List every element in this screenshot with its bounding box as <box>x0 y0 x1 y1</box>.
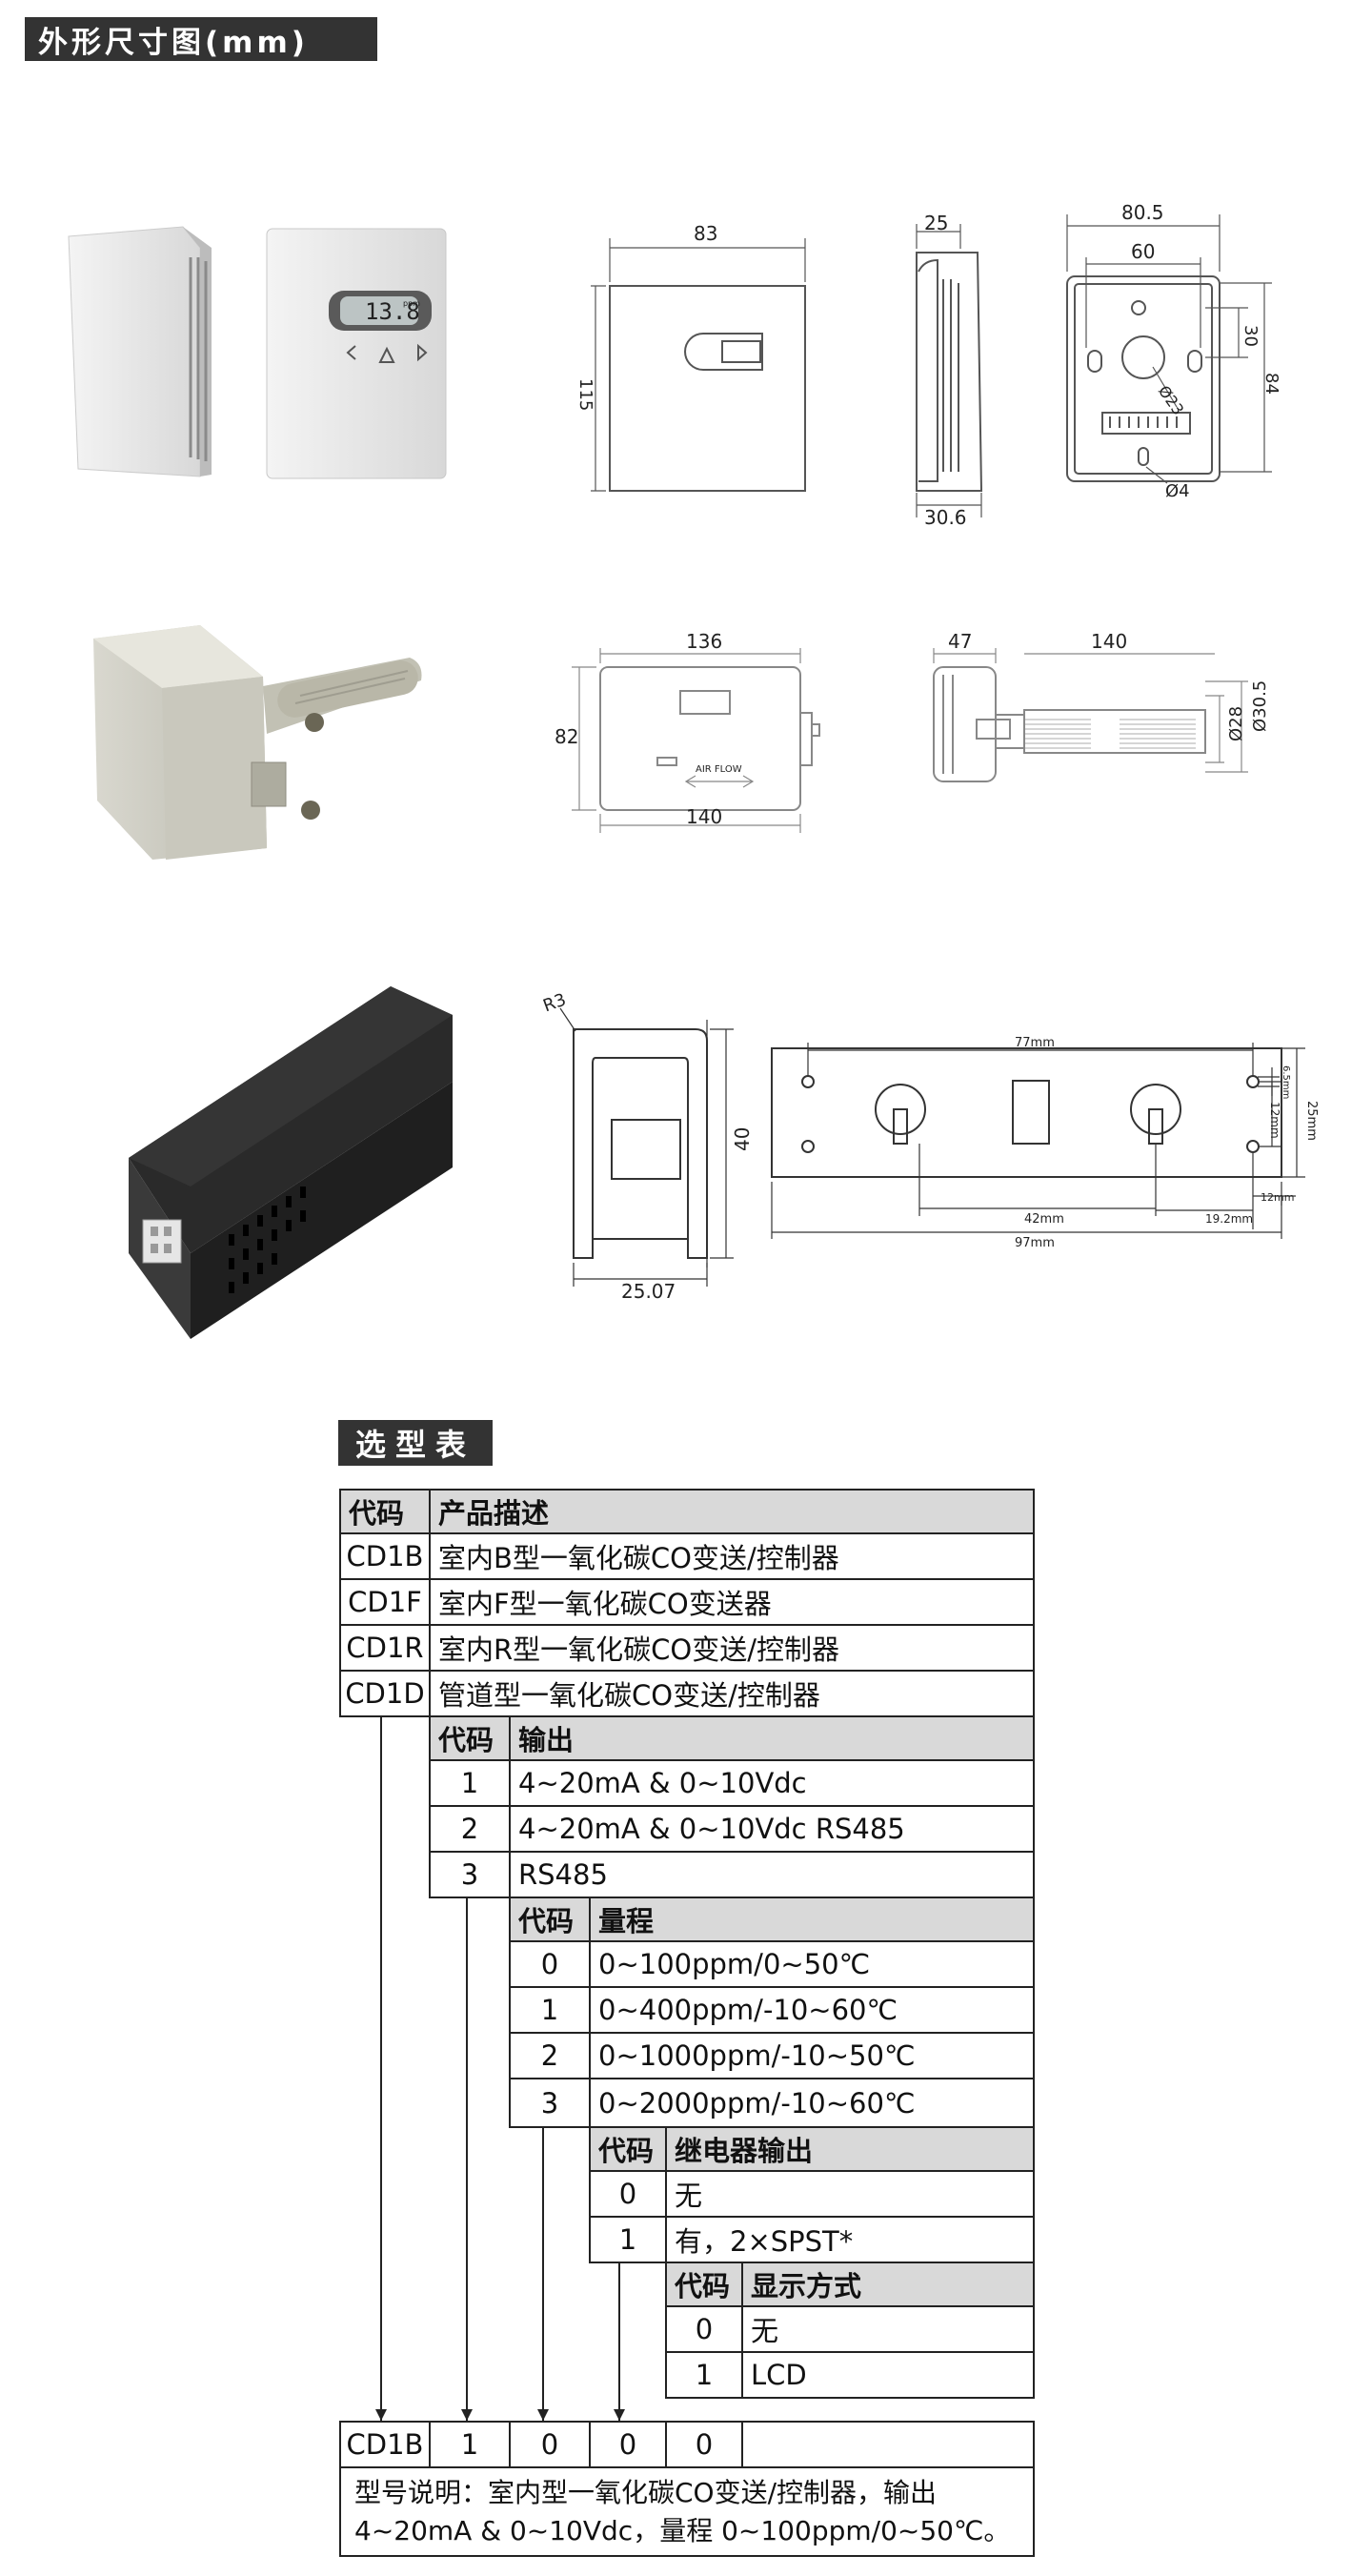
product-desc-cd1d: 管道型一氧化碳CO变送/控制器 <box>429 1670 1035 1717</box>
product-desc-cd1f: 室内F型一氧化碳CO变送器 <box>429 1578 1035 1626</box>
display-header-code: 代码 <box>665 2262 743 2307</box>
example-code-relay: 0 <box>589 2421 667 2468</box>
display-reading: 13.8 <box>365 298 420 325</box>
range-value-2: 0~1000ppm/-10~50℃ <box>589 2032 1035 2079</box>
duct-top-width-label: 136 <box>686 630 722 653</box>
module-back-drawing: 77mm 6.5mm 12mm 25mm 42mm 19.2mm 12mm 97… <box>771 1036 1319 1250</box>
duct-top-drawing: 136 82 AIR FLOW 140 <box>555 630 820 833</box>
duct-side-drawing: 47 140 Ø28 Ø30.5 <box>933 630 1270 782</box>
output-code-1: 1 <box>429 1759 511 1807</box>
example-code-output: 1 <box>429 2421 511 2468</box>
side-depth-label: 25 <box>924 212 948 234</box>
duct-bottom-width-label: 140 <box>686 805 722 828</box>
product-header-description: 产品描述 <box>429 1489 1035 1534</box>
back-hole-span-label: 60 <box>1131 240 1155 263</box>
relay-value-0: 无 <box>665 2170 1035 2218</box>
range-code-2: 2 <box>509 2032 591 2079</box>
wall-unit-photo-side <box>68 226 212 477</box>
range-code-1: 1 <box>509 1986 591 2034</box>
front-width-label: 83 <box>694 222 717 245</box>
module-unit-photo <box>129 986 453 1339</box>
relay-code-0: 0 <box>589 2170 667 2218</box>
display-code-0: 0 <box>665 2305 743 2353</box>
module-height-label: 40 <box>731 1127 754 1151</box>
probe-outer-dia-label: Ø30.5 <box>1250 680 1270 732</box>
wall-front-drawing: 83 115 <box>575 222 806 492</box>
range-header-name: 量程 <box>589 1897 1035 1942</box>
back-height-label: 84 <box>1261 373 1281 395</box>
product-code-cd1r: CD1R <box>339 1624 431 1672</box>
output-value-3: RS485 <box>509 1851 1035 1898</box>
span-19-2-label: 19.2mm <box>1205 1212 1253 1226</box>
span-77-label: 77mm <box>1015 1036 1055 1050</box>
dimensions-title: 外形尺寸图(mm) <box>25 17 377 61</box>
product-code-cd1d: CD1D <box>339 1670 431 1717</box>
range-value-3: 0~2000ppm/-10~60℃ <box>589 2078 1035 2128</box>
duct-unit-photo <box>93 625 422 860</box>
side-base-label: 30.6 <box>924 506 967 529</box>
probe-length-label: 140 <box>1091 630 1127 653</box>
model-note-line1: 型号说明：室内型一氧化碳CO变送/控制器，输出 <box>354 2477 938 2508</box>
up-arrow-icon <box>378 346 395 363</box>
product-desc-cd1r: 室内R型一氧化碳CO变送/控制器 <box>429 1624 1035 1672</box>
display-value-0: 无 <box>741 2305 1035 2353</box>
span-97-label: 97mm <box>1015 1236 1055 1250</box>
product-code-cd1f: CD1F <box>339 1578 431 1626</box>
example-code-range: 0 <box>509 2421 591 2468</box>
model-note-line2: 4~20mA & 0~10Vdc，量程 0~100ppm/0~50℃。 <box>354 2515 1011 2546</box>
display-header-name: 显示方式 <box>741 2262 1035 2307</box>
relay-value-1: 有，2×SPST* <box>665 2216 1035 2263</box>
module-width-label: 25.07 <box>621 1280 676 1303</box>
range-code-0: 0 <box>509 1940 591 1988</box>
span-12a-label: 12mm <box>1268 1102 1281 1139</box>
product-header-code: 代码 <box>339 1489 431 1534</box>
module-side-drawing: R3 40 25.07 <box>540 990 754 1303</box>
example-code-model: CD1B <box>339 2421 431 2468</box>
span-6-5-label: 6.5mm <box>1281 1065 1291 1099</box>
output-value-2: 4~20mA & 0~10Vdc RS485 <box>509 1805 1035 1853</box>
product-code-cd1b: CD1B <box>339 1532 431 1580</box>
display-code-1: 1 <box>665 2351 743 2399</box>
duct-depth-label: 47 <box>948 630 972 653</box>
back-width-label: 80.5 <box>1121 201 1164 224</box>
range-value-1: 0~400ppm/-10~60℃ <box>589 1986 1035 2034</box>
span-42-label: 42mm <box>1024 1212 1064 1227</box>
front-height-label: 115 <box>575 378 595 411</box>
selection-title: 选型表 <box>338 1420 493 1466</box>
span-12b-label: 12mm <box>1261 1191 1294 1204</box>
span-25-label: 25mm <box>1304 1101 1319 1141</box>
probe-dia-label: Ø28 <box>1226 706 1246 741</box>
duct-height-label: 82 <box>555 725 578 748</box>
range-value-0: 0~100ppm/0~50℃ <box>589 1940 1035 1988</box>
right-arrow-icon <box>417 343 428 362</box>
output-header-code: 代码 <box>429 1715 511 1761</box>
output-code-3: 3 <box>429 1851 511 1898</box>
range-header-code: 代码 <box>509 1897 591 1942</box>
relay-header-name: 继电器输出 <box>665 2126 1035 2172</box>
relay-header-code: 代码 <box>589 2126 667 2172</box>
output-value-1: 4~20mA & 0~10Vdc <box>509 1759 1035 1807</box>
back-offset-label: 30 <box>1241 325 1261 347</box>
display-unit: ppm <box>403 299 420 308</box>
wall-back-drawing: 80.5 60 30 84 Ø23 Ø4 <box>1066 201 1281 501</box>
left-arrow-icon <box>346 345 356 360</box>
wall-unit-photo-front: 13.8 ppm <box>266 228 447 479</box>
output-header-name: 输出 <box>509 1715 1035 1761</box>
wall-side-drawing: 25 30.6 <box>916 212 983 529</box>
output-code-2: 2 <box>429 1805 511 1853</box>
display-value-1: LCD <box>741 2351 1035 2399</box>
example-code-empty <box>741 2421 1035 2468</box>
relay-code-1: 1 <box>589 2216 667 2263</box>
airflow-label: AIR FLOW <box>696 764 742 775</box>
screw-dia-label: Ø4 <box>1165 481 1190 501</box>
model-note: 型号说明：室内型一氧化碳CO变送/控制器，输出 4~20mA & 0~10Vdc… <box>339 2466 1035 2557</box>
product-desc-cd1b: 室内B型一氧化碳CO变送/控制器 <box>429 1532 1035 1580</box>
range-code-3: 3 <box>509 2078 591 2128</box>
example-code-display: 0 <box>665 2421 743 2468</box>
